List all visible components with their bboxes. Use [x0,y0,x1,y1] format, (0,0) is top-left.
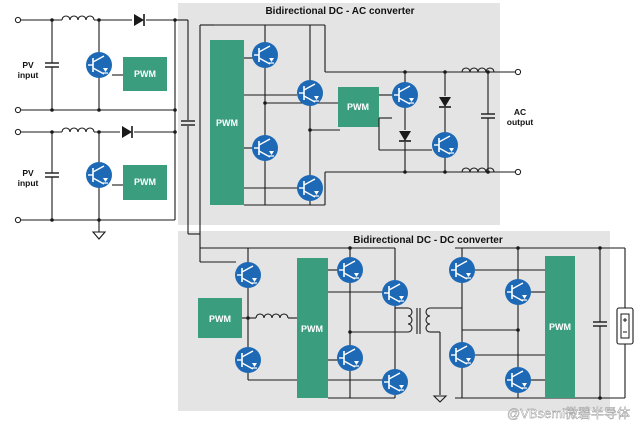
igbt-transistor-icon [336,344,364,372]
pwm-block-output [338,87,379,127]
ac-output-label-line2: output [507,117,534,127]
pwm-label: PWM [134,69,156,79]
igbt-transistor-icon [85,51,113,79]
pwm-block-pv-1 [123,57,167,91]
pwm-block-dcdc-mid [297,258,328,398]
pv-input-label-2-line2: input [18,178,39,188]
pwm-label: PWM [209,314,231,324]
watermark: @VBsemi微碧半导体 [507,406,630,421]
igbt-transistor-icon [381,279,409,307]
igbt-transistor-icon [431,131,459,159]
dc-ac-converter: PWM PWM [200,24,534,206]
igbt-transistor-icon [381,368,409,396]
igbt-transistor-icon [251,41,279,69]
igbt-transistor-icon [504,366,532,394]
pwm-block-dcdc-left [198,298,242,338]
igbt-transistor-icon [296,174,324,202]
dc-ac-title: Bidirectional DC - AC converter [265,6,414,17]
igbt-transistor-icon [448,256,476,284]
pwm-label: PWM [134,177,156,187]
inductor-icon [61,15,95,21]
pwm-label: PWM [347,102,369,112]
igbt-transistor-icon [391,81,419,109]
pwm-label: PWM [216,118,238,128]
pv-input-label-2-line1: PV [22,168,34,178]
ground-icon [91,231,107,240]
igbt-transistor-icon [296,79,324,107]
ground-icon [432,395,448,403]
igbt-transistor-icon [251,134,279,162]
inductor-icon [61,127,95,133]
pv-input-label-1-line2: input [18,70,39,80]
igbt-transistor-icon [336,256,364,284]
diode-icon [133,13,145,27]
igbt-transistor-icon [234,261,262,289]
igbt-transistor-icon [448,341,476,369]
pv-input-label-1-line1: PV [22,60,34,70]
igbt-transistor-icon [85,161,113,189]
pv-section: PWM PWM PV input PV input [14,13,189,240]
igbt-transistor-icon [504,278,532,306]
pwm-label: PWM [301,324,323,334]
pwm-label: PWM [549,322,571,332]
pwm-block-inverter [210,40,244,205]
igbt-transistor-icon [234,346,262,374]
battery-icon [616,307,634,345]
dc-dc-converter: PWM PWM [198,247,634,403]
diode-icon [121,125,133,139]
pwm-block-pv-2 [123,165,167,200]
junctions [50,18,602,400]
dc-dc-title: Bidirectional DC - DC converter [353,235,503,246]
transformer-icon [407,307,431,334]
ac-output-label-line1: AC [514,107,526,117]
pwm-block-dcdc-right [545,256,575,398]
